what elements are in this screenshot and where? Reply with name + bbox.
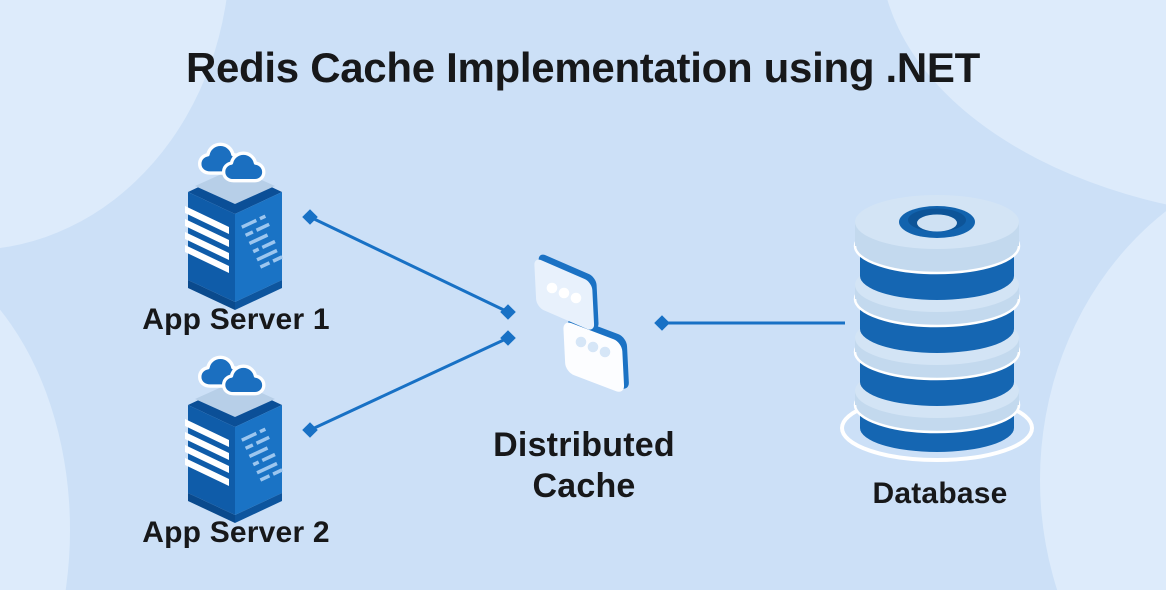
connector-line <box>309 336 509 432</box>
connector-line <box>309 215 509 314</box>
page-title: Redis Cache Implementation using .NET <box>185 44 981 91</box>
distributed-cache-label: Distributed Cache <box>493 426 675 506</box>
app-server-1-label: App Server 1 <box>142 303 330 336</box>
database-icon <box>840 195 1034 462</box>
distributed-cache-icon <box>534 254 629 392</box>
cache-dots-top <box>546 282 582 304</box>
blob-top-left <box>0 0 227 248</box>
app-server-2-label: App Server 2 <box>142 516 330 549</box>
database-top-ring <box>899 206 975 238</box>
blob-right <box>1040 211 1166 590</box>
blob-bottom-left <box>0 309 70 590</box>
blob-top-right <box>887 0 1166 205</box>
database-label: Database <box>872 477 1008 510</box>
cache-dots-bottom <box>575 336 611 358</box>
